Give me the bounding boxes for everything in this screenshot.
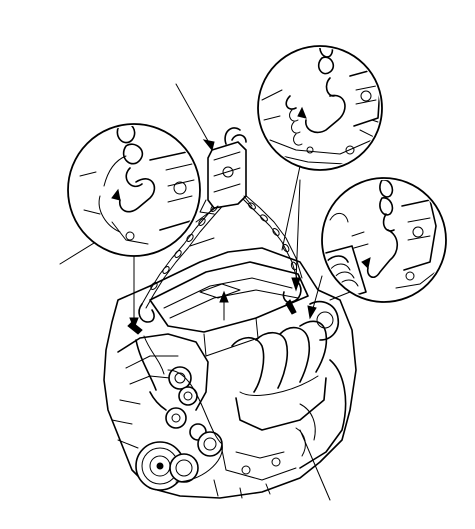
detail-circle-right-hook	[257, 45, 383, 171]
pulley-group	[135, 366, 223, 491]
hook-icon	[79, 126, 198, 245]
lifting-chain-icon	[127, 193, 303, 335]
detail-circle-left-hook	[67, 123, 201, 257]
hook-icon-2	[261, 48, 380, 165]
detail-circle-rear-bracket	[321, 177, 447, 303]
hook-icon-3	[324, 180, 439, 300]
callout-connectors	[195, 165, 351, 301]
bracket-icon	[199, 127, 253, 215]
engine-icon	[103, 247, 357, 499]
